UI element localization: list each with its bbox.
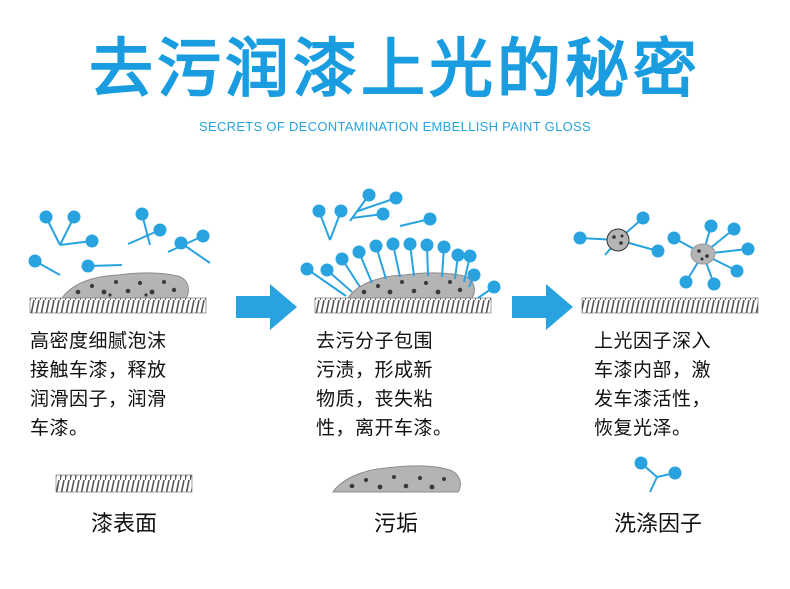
dirt-specks: [361, 280, 463, 295]
legend-dirt-swatch: [332, 465, 461, 493]
panel-2-dirt-encapsulation: [300, 188, 501, 314]
step-3-line: 车漆内部，激: [594, 359, 712, 381]
arrow-1: [236, 284, 297, 330]
legend-wash-factor-swatch: [634, 456, 682, 493]
arrow-2: [512, 284, 573, 330]
free-factors: [318, 194, 431, 241]
wash-factor-heads: [28, 207, 210, 273]
cluster-left-heads: [573, 211, 665, 258]
step-1-line: 润滑因子，润滑: [30, 388, 167, 410]
legend-paint-surface-swatch: [55, 474, 193, 493]
panel-1-foam-contact: [28, 207, 211, 314]
step-1-line: 高密度细腻泡沫: [30, 330, 167, 352]
step-2-description: 去污分子包围 污渍，形成新 物质，丧失粘 性，离开车漆。: [316, 327, 453, 443]
paint-surface: [314, 297, 492, 314]
legend-wash-factor-label: 洗涤因子: [613, 512, 702, 537]
step-3-line: 发车漆活性，: [594, 388, 712, 410]
step-1-description: 高密度细腻泡沫 接触车漆，释放 润滑因子，润滑 车漆。: [30, 327, 167, 443]
free-factor-heads: [312, 188, 437, 226]
legend-paint-surface-label: 漆表面: [90, 512, 157, 537]
dirt-blob: [347, 272, 475, 299]
step-2-line: 去污分子包围: [316, 330, 434, 352]
step-1-line: 车漆。: [30, 417, 89, 439]
paint-surface: [29, 297, 207, 314]
cluster-right-heads: [667, 219, 755, 291]
dirt-blob: [61, 272, 189, 299]
step-3-line: 恢复光泽。: [594, 417, 692, 439]
legend-dirt-label: 污垢: [373, 512, 418, 537]
paint-surface: [581, 297, 759, 314]
dirt-specks: [75, 280, 177, 297]
step-2-line: 性，离开车漆。: [316, 417, 453, 439]
panel-3-gloss-restoration: [573, 211, 759, 314]
step-1-line: 接触车漆，释放: [30, 359, 167, 381]
step-3-description: 上光因子深入 车漆内部，激 发车漆活性， 恢复光泽。: [594, 327, 711, 443]
step-2-line: 污渍，形成新: [316, 359, 434, 381]
page-subtitle: SECRETS OF DECONTAMINATION EMBELLISH PAI…: [199, 119, 591, 134]
surrounding-factor-heads: [300, 237, 501, 294]
step-3-line: 上光因子深入: [594, 330, 712, 352]
page-title: 去污润漆上光的秘密: [89, 33, 701, 107]
step-2-line: 物质，丧失粘: [316, 388, 434, 410]
